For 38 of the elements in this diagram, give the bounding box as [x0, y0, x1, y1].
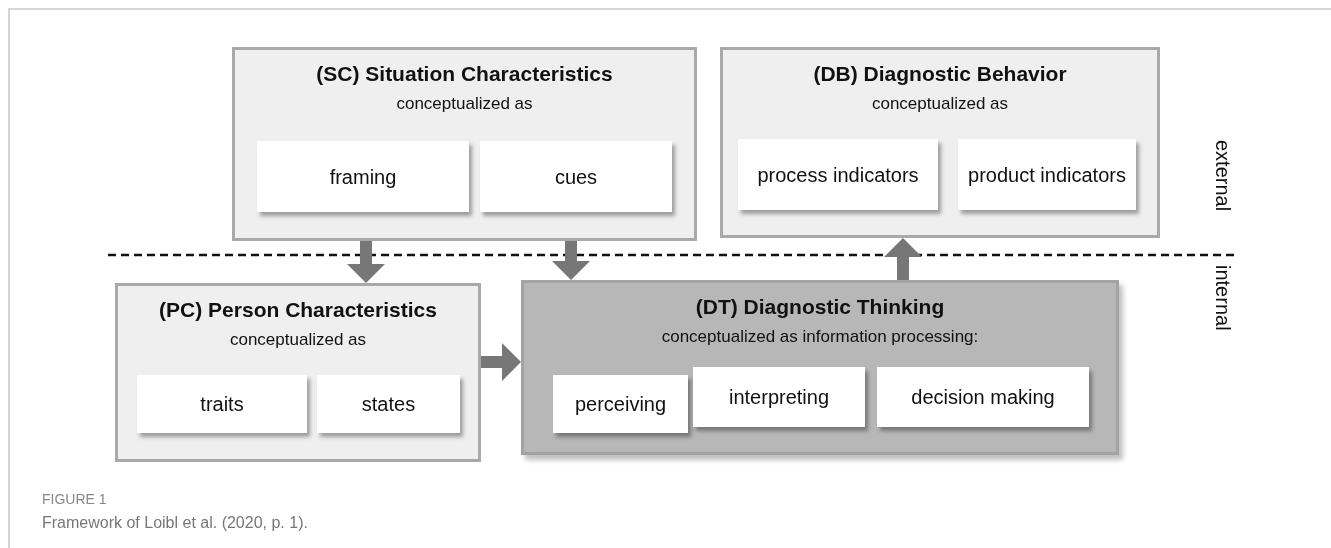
group-subtitle: conceptualized as information processing:: [660, 327, 980, 347]
concept-label: framing: [329, 165, 397, 188]
group-subtitle: conceptualized as: [870, 94, 1010, 114]
block-arrow: [552, 241, 590, 280]
concept-box: [958, 139, 1136, 210]
group-title: (PC) Person Characteristics: [158, 298, 438, 322]
figure-label: FIGURE 1: [42, 491, 107, 507]
concept-box: [693, 367, 865, 427]
concept-label: process indicators: [757, 163, 919, 186]
concept-label: perceiving: [574, 393, 667, 415]
concept-box: [480, 141, 672, 212]
concept-box: [738, 139, 938, 210]
concept-label: interpreting: [728, 386, 830, 408]
region-label: external: [1211, 140, 1234, 212]
block-arrow: [884, 238, 922, 280]
group-subtitle: conceptualized as: [228, 330, 368, 350]
concept-box: [137, 375, 307, 433]
region-label: internal: [1211, 265, 1234, 331]
group-box: [720, 47, 1160, 238]
concept-box: [257, 141, 469, 212]
concept-box: [877, 367, 1089, 427]
concept-box: [553, 375, 688, 433]
group-title: (DB) Diagnostic Behavior: [812, 62, 1068, 86]
block-arrow: [347, 241, 385, 283]
block-arrow: [481, 343, 521, 381]
group-box: [232, 47, 697, 241]
concept-label: product indicators: [968, 163, 1126, 186]
concept-label: cues: [554, 165, 598, 188]
group-box: [521, 280, 1119, 455]
concept-box: [317, 375, 460, 433]
group-subtitle: conceptualized as: [395, 94, 534, 114]
group-title: (DT) Diagnostic Thinking: [694, 295, 946, 319]
group-title: (SC) Situation Characteristics: [315, 62, 614, 86]
concept-label: decision making: [911, 386, 1055, 408]
figure-caption: Framework of Loibl et al. (2020, p. 1).: [42, 514, 308, 532]
concept-label: traits: [200, 393, 244, 415]
group-box: [115, 283, 481, 462]
concept-label: states: [361, 393, 416, 415]
